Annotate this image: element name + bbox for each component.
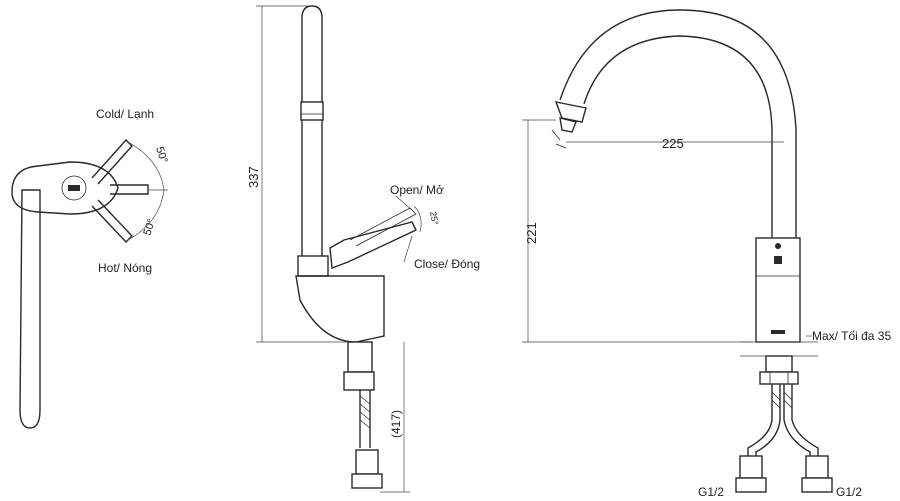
- gooseneck-inner: [583, 35, 773, 240]
- aerator-tip: [554, 101, 587, 123]
- angle-label-lower: 50°: [141, 217, 158, 237]
- base-ring-top: [61, 175, 87, 201]
- fitting-left: [739, 455, 763, 479]
- body-indicator: [774, 256, 782, 264]
- side-view: 337 Open/ Mở Close/ Đóng 25° (417): [246, 5, 480, 493]
- open-label: Open/ Mở: [390, 183, 444, 197]
- max-deck-label: Max/ Tối đa 35: [812, 329, 891, 343]
- body-logo-dot: [775, 243, 781, 249]
- hose-nut-side: [351, 473, 383, 489]
- lever-center-position: [110, 184, 149, 195]
- height-label: 337: [246, 166, 261, 188]
- hose-front-left-2: [755, 384, 781, 456]
- thread-label-left: G1/2: [698, 485, 724, 499]
- close-label: Close/ Đóng: [414, 257, 480, 271]
- aerator-nozzle: [559, 117, 577, 133]
- hose-braid-front: [771, 391, 793, 409]
- brand-mark-top: [68, 185, 80, 191]
- fitting-right: [805, 455, 829, 479]
- body-brand-mark: [771, 330, 785, 334]
- hose-length-label: (417): [389, 410, 403, 438]
- lever-cold-position: [91, 138, 133, 185]
- hose-front-right: [783, 384, 811, 456]
- reach-label: 225: [662, 136, 684, 151]
- hose-front-right-2: [791, 384, 819, 456]
- fitting-left-nut: [735, 477, 767, 493]
- gooseneck-outer: [559, 9, 797, 240]
- front-nut: [759, 371, 799, 385]
- lever-angle-arc: [413, 205, 422, 233]
- front-shank: [765, 355, 793, 373]
- hot-label: Hot/ Nóng: [98, 261, 152, 275]
- lever-hot-position: [91, 199, 133, 244]
- angle-arc-lower: [127, 189, 165, 241]
- mixer-body-front: [755, 237, 801, 343]
- hose-fitting-side: [355, 449, 379, 475]
- top-view: Cold/ Lạnh Hot/ Nóng 50° 50°: [11, 107, 170, 429]
- fitting-right-nut: [801, 477, 833, 493]
- front-view: 225 221 Max/ Tối đa 35 G1/2: [522, 9, 891, 499]
- mounting-shank: [347, 341, 373, 373]
- close-leader: [403, 235, 413, 263]
- hose-braid-side: [359, 395, 371, 429]
- mounting-nut: [343, 371, 375, 391]
- lever-angle-label: 25°: [428, 211, 440, 227]
- open-leader: [395, 195, 415, 213]
- lever-side: [329, 221, 417, 269]
- cold-label: Cold/ Lạnh: [96, 107, 154, 121]
- spout-collar: [297, 255, 329, 277]
- angle-label-upper: 50°: [153, 145, 170, 165]
- angle-arc-upper: [127, 141, 165, 191]
- hose-front-left: [747, 384, 773, 456]
- mixer-body-side: [295, 275, 385, 343]
- base-plate-top: [11, 161, 119, 215]
- thread-label-right: G1/2: [836, 485, 862, 499]
- spout-top-outline: [19, 189, 41, 429]
- aerator-band: [300, 101, 324, 121]
- spout-height-label: 221: [524, 222, 539, 244]
- lever-open-position: [349, 207, 417, 247]
- water-stream-mark: [551, 129, 567, 149]
- spout-side-outline: [301, 5, 323, 259]
